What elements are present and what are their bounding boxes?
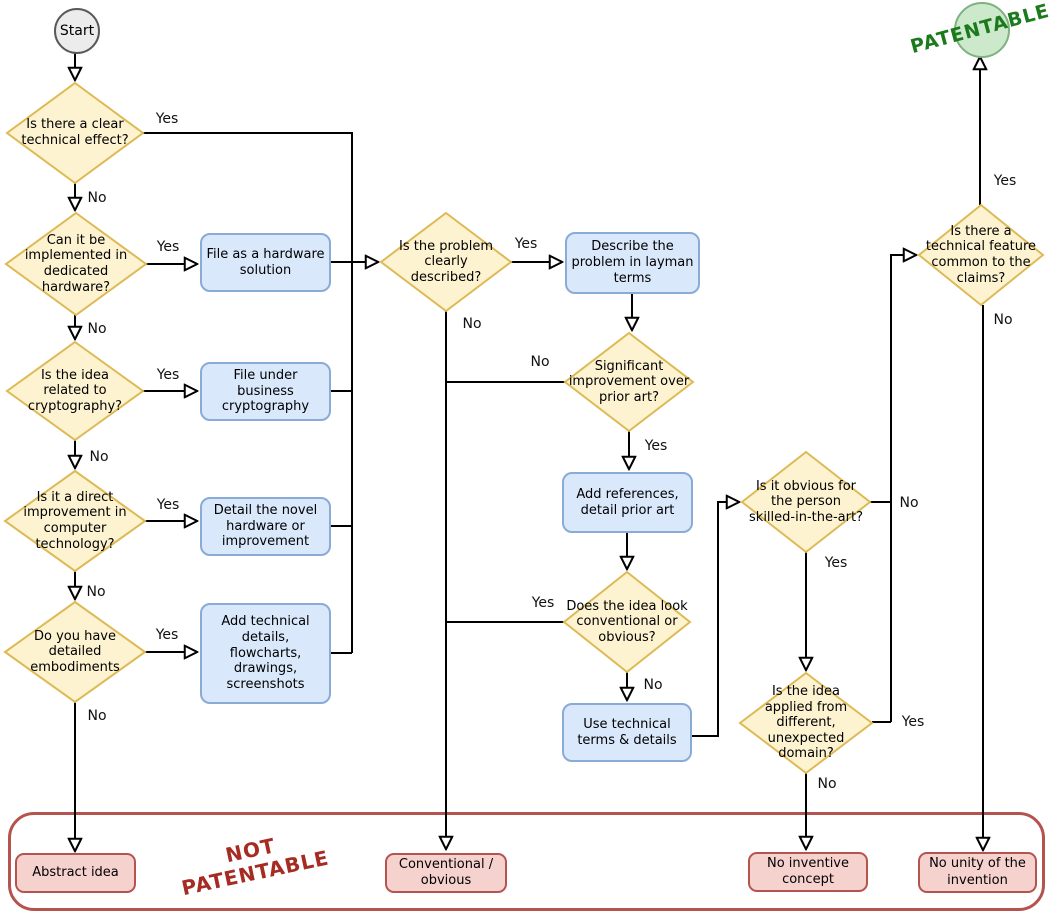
decision-dedicated-hardware-shape — [4, 211, 148, 317]
edge-label-conventional-obvious-no: No — [643, 677, 663, 693]
decision-significant-improvement-shape — [563, 331, 695, 433]
edge-label-common-feature-no: No — [993, 312, 1013, 328]
decision-different-domain-shape — [738, 671, 874, 775]
edge-label-obvious-skilled-yes: Yes — [824, 555, 848, 571]
edge-label-embodiments-no: No — [87, 708, 107, 724]
not-patentable-container — [8, 812, 1045, 911]
edge-label-conventional-obvious-yes: Yes — [531, 595, 555, 611]
edge-label-problem-described-no: No — [462, 316, 482, 332]
decision-obvious-skilled-shape — [740, 450, 872, 554]
edge-technical-terms-to-obvious-skilled — [692, 502, 738, 737]
action-references: Add references, detail prior art — [562, 472, 693, 533]
action-novel-hardware: Detail the novel hardware or improvement — [200, 497, 331, 556]
edge-label-common-feature-yes: Yes — [993, 173, 1017, 189]
decision-computer-improvement-shape — [3, 469, 147, 573]
start-node: Start — [54, 8, 100, 54]
edge-label-embodiments-yes: Yes — [155, 627, 179, 643]
decision-cryptography-shape — [5, 340, 145, 442]
edge-label-cryptography-yes: Yes — [156, 367, 180, 383]
edge-label-dedicated-hardware-no: No — [87, 321, 107, 337]
edge-label-different-domain-no: No — [817, 776, 837, 792]
patentable-node — [954, 2, 1010, 58]
action-technical-terms: Use technical terms & details — [562, 703, 692, 762]
action-technical-details: Add technical details, flowcharts, drawi… — [200, 603, 331, 704]
decision-embodiments-shape — [3, 600, 147, 704]
decision-common-feature-shape — [917, 203, 1045, 307]
edge-collector-to-common-feature — [890, 255, 915, 722]
edge-label-computer-improvement-yes: Yes — [156, 497, 180, 513]
edge-label-different-domain-yes: Yes — [901, 714, 925, 730]
edge-label-obvious-skilled-no: No — [899, 495, 919, 511]
action-business-cryptography: File under business cryptography — [200, 362, 331, 421]
outcome-no-inventive: No inventive concept — [748, 852, 868, 892]
decision-problem-described-shape — [379, 211, 513, 313]
outcome-conventional: Conventional / obvious — [385, 853, 507, 893]
edge-technical-effect-yes-collector — [143, 132, 353, 653]
edge-label-significant-improvement-no: No — [530, 354, 550, 370]
decision-technical-effect-shape — [5, 81, 145, 185]
edge-label-cryptography-no: No — [89, 449, 109, 465]
outcome-no-unity: No unity of the invention — [918, 852, 1037, 893]
edge-label-computer-improvement-no: No — [86, 584, 106, 600]
edge-label-technical-effect-no: No — [87, 190, 107, 206]
decision-conventional-obvious-shape — [562, 570, 692, 674]
edge-label-dedicated-hardware-yes: Yes — [156, 239, 180, 255]
action-layman-terms: Describe the problem in layman terms — [565, 232, 700, 294]
edge-label-problem-described-yes: Yes — [514, 236, 538, 252]
outcome-abstract-idea: Abstract idea — [15, 853, 136, 893]
edge-label-significant-improvement-yes: Yes — [644, 438, 668, 454]
edge-label-technical-effect-yes: Yes — [155, 111, 179, 127]
action-hardware-solution: File as a hardware solution — [200, 233, 331, 292]
